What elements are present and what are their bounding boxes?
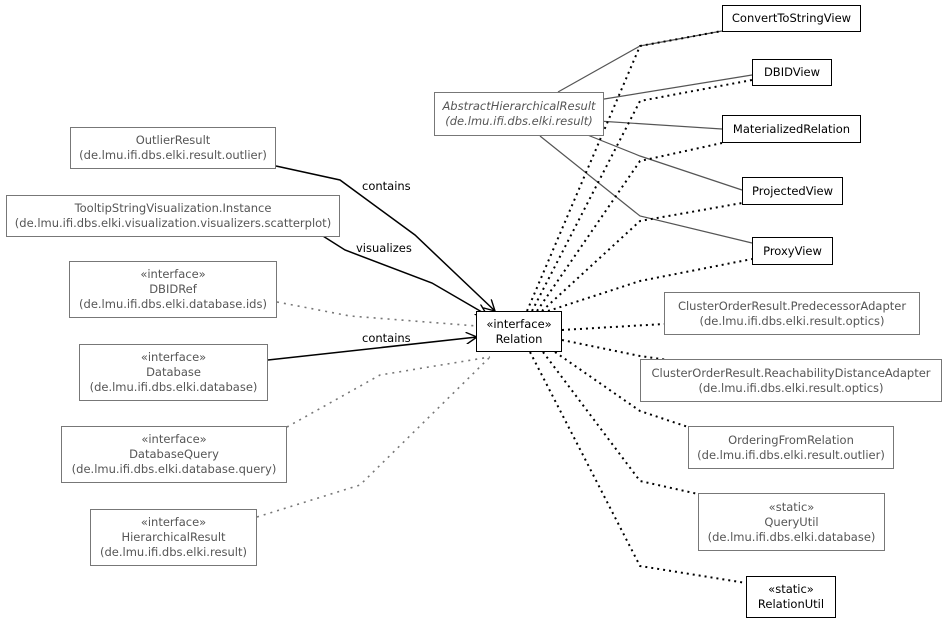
- node-relation[interactable]: «interface» Relation: [476, 311, 562, 352]
- node-reachability-distance-adapter-name: ClusterOrderResult.ReachabilityDistanceA…: [651, 365, 931, 380]
- node-dbid-view[interactable]: DBIDView: [752, 59, 832, 86]
- edge-dbidref-dependency: [276, 301, 478, 327]
- node-proxy-view-name: ProxyView: [763, 243, 822, 258]
- edge-database-contains: [267, 337, 477, 361]
- node-tooltip-package: (de.lmu.ifi.dbs.elki.visualization.visua…: [14, 216, 332, 230]
- node-query-util-package: (de.lmu.ifi.dbs.elki.database): [707, 529, 876, 544]
- edge-ahr-projected-view: [579, 131, 743, 191]
- node-predecessor-adapter[interactable]: ClusterOrderResult.PredecessorAdapter (d…: [664, 292, 920, 335]
- node-convert-to-string-view[interactable]: ConvertToStringView: [722, 5, 861, 32]
- node-predecessor-adapter-package: (de.lmu.ifi.dbs.elki.result.optics): [699, 313, 885, 328]
- node-ordering-from-relation-name: OrderingFromRelation: [728, 432, 854, 447]
- node-ordering-from-relation[interactable]: OrderingFromRelation (de.lmu.ifi.dbs.elk…: [688, 426, 894, 469]
- node-database-query-name: DatabaseQuery: [129, 447, 219, 461]
- node-ordering-from-relation-package: (de.lmu.ifi.dbs.elki.result.outlier): [697, 447, 885, 462]
- edge-relation-reachability-distance-adapter: [561, 339, 669, 361]
- node-dbidref-package: (de.lmu.ifi.dbs.elki.database.ids): [79, 297, 267, 311]
- edge-relation-convert-to-string-view: [526, 30, 723, 312]
- node-projected-view[interactable]: ProjectedView: [742, 177, 843, 205]
- edge-tooltip-visualizes: [314, 230, 487, 315]
- node-hierarchical-result[interactable]: «interface» HierarchicalResult (de.lmu.i…: [90, 509, 257, 566]
- node-query-util[interactable]: «static» QueryUtil (de.lmu.ifi.dbs.elki.…: [698, 493, 885, 551]
- edge-label-outlier-contains: contains: [362, 179, 411, 193]
- edge-database-query-dependency: [286, 356, 491, 428]
- node-database-name: Database: [146, 365, 201, 379]
- edge-relation-ordering-from-relation: [554, 351, 689, 428]
- node-dbid-view-name: DBIDView: [763, 65, 821, 79]
- edge-ahr-dbid-view: [597, 74, 753, 101]
- node-relation-util-name: RelationUtil: [757, 597, 825, 611]
- node-proxy-view[interactable]: ProxyView: [752, 237, 833, 265]
- node-convert-to-string-view-name: ConvertToStringView: [731, 11, 852, 25]
- node-dbidref-stereotype: «interface»: [140, 267, 206, 281]
- node-tooltip-string-visualization-instance[interactable]: TooltipStringVisualization.Instance (de.…: [6, 195, 340, 237]
- node-database[interactable]: «interface» Database (de.lmu.ifi.dbs.elk…: [79, 344, 268, 401]
- node-materialized-relation[interactable]: MaterializedRelation: [722, 115, 861, 143]
- edge-ahr-materialized-relation: [597, 120, 723, 130]
- node-abstract-hierarchical-result-name: AbstractHierarchicalResult: [442, 99, 596, 113]
- node-hierarchical-result-package: (de.lmu.ifi.dbs.elki.result): [99, 545, 247, 559]
- edge-hierarchical-result-dependency: [256, 356, 491, 518]
- node-query-util-stereotype: «static»: [768, 499, 815, 514]
- node-tooltip-name: TooltipStringVisualization.Instance: [74, 201, 272, 215]
- edge-relation-projected-view: [541, 202, 743, 312]
- node-outlier-result-package: (de.lmu.ifi.dbs.elki.result.outlier): [79, 148, 267, 162]
- node-relation-util-stereotype: «static»: [768, 582, 814, 596]
- node-abstract-hierarchical-result-package: (de.lmu.ifi.dbs.elki.result): [445, 114, 593, 128]
- edge-ahr-proxy-view: [539, 135, 753, 244]
- node-predecessor-adapter-name: ClusterOrderResult.PredecessorAdapter: [677, 298, 907, 313]
- edge-relation-relation-util: [529, 351, 747, 584]
- edge-label-tooltip-visualizes: visualizes: [356, 241, 412, 255]
- node-hierarchical-result-name: HierarchicalResult: [121, 530, 226, 544]
- node-relation-name: Relation: [495, 331, 543, 346]
- node-database-package: (de.lmu.ifi.dbs.elki.database): [89, 380, 258, 394]
- node-database-stereotype: «interface»: [140, 350, 207, 364]
- node-reachability-distance-adapter-package: (de.lmu.ifi.dbs.elki.result.optics): [698, 380, 884, 395]
- node-materialized-relation-name: MaterializedRelation: [732, 121, 851, 136]
- node-outlier-result-name: OutlierResult: [135, 133, 211, 147]
- node-outlier-result[interactable]: OutlierResult (de.lmu.ifi.dbs.elki.resul…: [70, 127, 276, 169]
- node-query-util-name: QueryUtil: [764, 514, 819, 529]
- node-reachability-distance-adapter[interactable]: ClusterOrderResult.ReachabilityDistanceA…: [640, 359, 942, 402]
- node-database-query-stereotype: «interface»: [141, 432, 207, 446]
- node-dbidref[interactable]: «interface» DBIDRef (de.lmu.ifi.dbs.elki…: [69, 261, 277, 318]
- edge-relation-dbid-view: [531, 79, 753, 312]
- node-relation-util[interactable]: «static» RelationUtil: [746, 576, 836, 618]
- node-relation-stereotype: «interface»: [486, 316, 552, 331]
- edge-label-database-contains: contains: [362, 331, 411, 345]
- edge-ahr-convert-to-string-view: [557, 30, 723, 93]
- node-database-query-package: (de.lmu.ifi.dbs.elki.database.query): [71, 462, 277, 476]
- node-abstract-hierarchical-result[interactable]: AbstractHierarchicalResult (de.lmu.ifi.d…: [434, 92, 604, 136]
- node-projected-view-name: ProjectedView: [751, 183, 833, 198]
- node-database-query[interactable]: «interface» DatabaseQuery (de.lmu.ifi.db…: [61, 426, 287, 483]
- node-hierarchical-result-stereotype: «interface»: [140, 515, 207, 529]
- node-dbidref-name: DBIDRef: [149, 282, 197, 296]
- edge-relation-predecessor-adapter: [561, 323, 665, 331]
- edge-relation-materialized-relation: [536, 142, 723, 312]
- edge-outlier-result-contains: [275, 165, 495, 311]
- edge-relation-proxy-view: [547, 258, 753, 312]
